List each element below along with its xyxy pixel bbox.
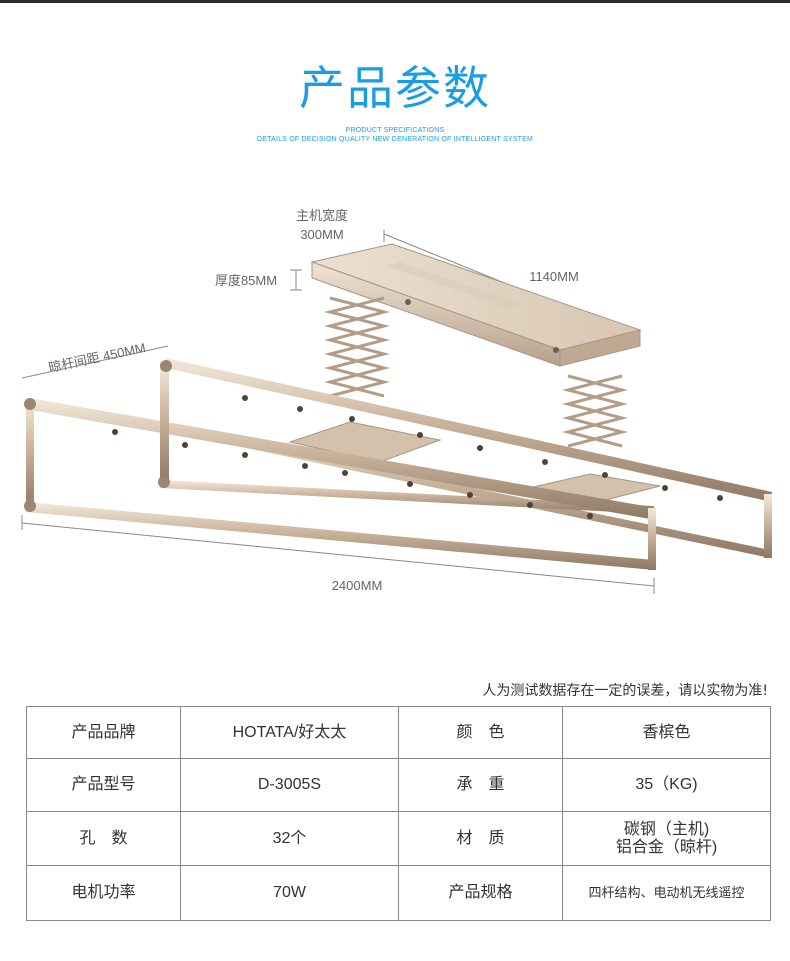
material-label: 材 质 xyxy=(398,811,563,866)
rod-spacing-label: 晾杆间距 450MM xyxy=(47,340,147,375)
table-row: 产品型号 D-3005S 承 重 35（KG) xyxy=(26,758,771,812)
table-row: 孔 数 32个 材 质 碳钢（主机) 铝合金（晾杆) xyxy=(26,811,771,866)
page-title: 产品参数 xyxy=(299,61,491,115)
spec-table: 产品品牌 HOTATA/好太太 颜 色 香槟色 产品型号 D-3005S 承 重… xyxy=(26,706,771,921)
host-width-value: 300MM xyxy=(300,227,343,242)
model-value: D-3005S xyxy=(180,758,399,812)
material-value-main: 碳钢（主机) xyxy=(623,820,710,838)
top-rule xyxy=(0,0,790,3)
power-label: 电机功率 xyxy=(26,865,181,921)
scissor-arms xyxy=(324,296,628,448)
spec-value: 四杆结构、电动机无线遥控 xyxy=(562,865,771,921)
host-width-label: 主机宽度 xyxy=(296,208,348,223)
material-value-rod: 铝合金（晾杆) xyxy=(615,838,718,856)
brand-label: 产品品牌 xyxy=(26,706,181,759)
disclaimer-note: 人为测试数据存在一定的误差，请以实物为准! xyxy=(482,683,768,699)
length-label: 1140MM xyxy=(529,269,579,284)
total-length-label: 2400MM xyxy=(332,578,383,593)
table-row: 电机功率 70W 产品规格 四杆结构、电动机无线遥控 xyxy=(26,865,771,921)
material-value: 碳钢（主机) 铝合金（晾杆) xyxy=(562,811,771,866)
thickness-label: 厚度85MM xyxy=(215,273,277,288)
color-value: 香槟色 xyxy=(562,706,771,759)
table-row: 产品品牌 HOTATA/好太太 颜 色 香槟色 xyxy=(26,706,771,759)
model-label: 产品型号 xyxy=(26,758,181,812)
holes-value: 32个 xyxy=(180,811,399,866)
holes-label: 孔 数 xyxy=(26,811,181,866)
drying-rods xyxy=(24,358,772,570)
subtitle-line-1: PRODUCT SPECIFICATIONS xyxy=(345,127,445,134)
spec-label: 产品规格 xyxy=(398,865,563,921)
brand-value: HOTATA/好太太 xyxy=(180,706,399,759)
subtitle-line-2: DETAILS OF DECISION QUALITY NEW GENERATI… xyxy=(257,136,533,143)
host-unit xyxy=(310,243,642,367)
product-diagram: 主机宽度 300MM 厚度85MM 1140MM 晾杆间距 450MM 2400… xyxy=(21,208,772,594)
power-value: 70W xyxy=(180,865,399,921)
load-label: 承 重 xyxy=(398,758,563,812)
color-label: 颜 色 xyxy=(398,706,563,759)
load-value: 35（KG) xyxy=(562,758,771,812)
rod-holes xyxy=(112,395,723,519)
